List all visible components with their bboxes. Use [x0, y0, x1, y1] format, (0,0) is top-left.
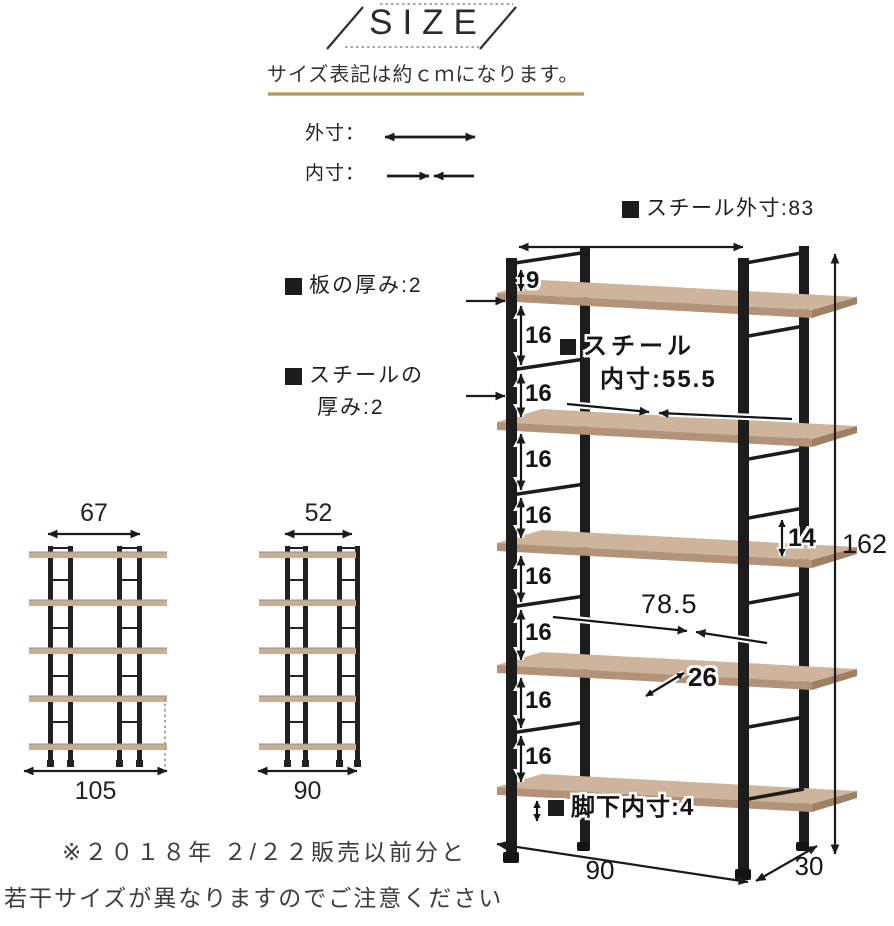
dim-shelf-depth: 26 [688, 662, 717, 692]
page-title: SIZE [369, 3, 487, 42]
label-steel-thickness-line2: 厚み:2 [317, 396, 385, 419]
label-steel-inner-line2: 内寸:55.5 [600, 366, 717, 393]
label-board-thickness-text: 板の厚み:2 [309, 274, 423, 297]
dim-total-height: 162 [842, 529, 888, 559]
dim-gap-4: 16 [525, 502, 552, 529]
bullet-square-icon [285, 277, 302, 295]
small-rack-left [23, 529, 168, 776]
dim-gap-2: 16 [525, 380, 552, 407]
dim-gap-1: 16 [525, 322, 552, 349]
dim-gap-8: 16 [525, 743, 552, 770]
label-steel-outer: スチール外寸:83 [622, 197, 815, 221]
bullet-square-icon [285, 367, 302, 385]
label-leg-clearance: 脚下内寸:4 [546, 794, 695, 822]
bullet-square-icon [546, 797, 566, 818]
dim-bottom-width: 90 [585, 855, 615, 885]
dim-top-gap: 9 [526, 267, 540, 294]
dim-gap-3: 16 [525, 446, 552, 473]
title-decoration [326, 3, 517, 50]
footnote-line1: ※２０１８年 ２/２２販売以前分と [62, 839, 468, 865]
dim-inner-width: 78.5 [641, 589, 698, 619]
footnote-line2: 若干サイズが異なりますのでご注意ください [4, 885, 504, 911]
bullet-square-icon [622, 200, 639, 218]
dim-gap-7: 16 [525, 687, 552, 714]
main-dimension-arrows [466, 242, 840, 885]
label-steel-outer-text: スチール外寸:83 [646, 197, 815, 220]
small-right-top-width: 52 [304, 499, 333, 527]
label-steel-thickness-line1: スチールの [285, 364, 424, 388]
small-rack-right [257, 529, 361, 776]
label-steel-thickness-line1-text: スチールの [309, 364, 424, 387]
small-left-bottom-width: 105 [74, 777, 117, 805]
dim-gap-6: 16 [525, 619, 552, 646]
dim-bottom-depth: 30 [794, 851, 824, 881]
label-steel-inner-line1-text: スチール [583, 333, 695, 360]
label-steel-inner-line1: スチール [558, 333, 695, 361]
dim-gap-5: 16 [525, 563, 552, 590]
subtitle: サイズ表記は約ｃｍになります。 [267, 64, 580, 86]
dim-side-gap: 14 [788, 524, 816, 552]
small-right-bottom-width: 90 [293, 777, 322, 805]
small-left-top-width: 67 [80, 499, 108, 527]
legend-outer-label: 外寸： [305, 123, 366, 144]
bullet-square-icon [558, 336, 578, 357]
label-board-thickness: 板の厚み:2 [285, 274, 423, 298]
label-leg-clearance-text: 脚下内寸:4 [571, 794, 695, 821]
legend-inner-label: 内寸： [305, 163, 366, 184]
